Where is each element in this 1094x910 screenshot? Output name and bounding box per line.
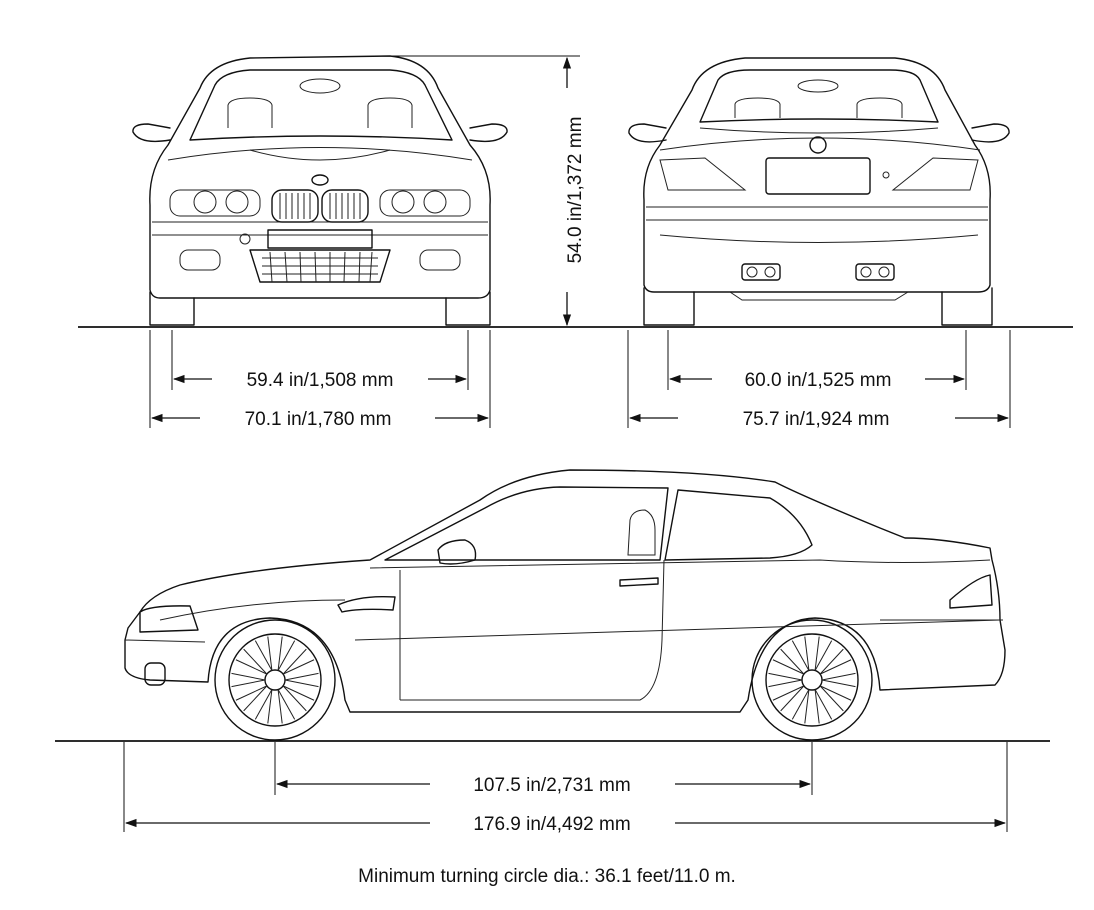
side-view-drawing <box>124 469 1006 741</box>
wheel-spoke <box>772 659 805 675</box>
wheel-spoke <box>819 685 844 712</box>
wheel-spoke <box>277 689 283 724</box>
wheelbase-label: 107.5 in/2,731 mm <box>473 775 630 796</box>
wheel-spoke <box>780 648 805 675</box>
wheel-spoke <box>282 659 315 675</box>
turning-circle-caption: Minimum turning circle dia.: 36.1 feet/1… <box>358 866 736 887</box>
wheel-spoke <box>231 672 266 681</box>
wheel-spoke <box>814 689 820 724</box>
front-track-label: 59.4 in/1,508 mm <box>247 370 394 391</box>
wheel-spoke <box>819 685 852 701</box>
wheel-spoke <box>282 685 315 701</box>
rear-view-drawing <box>628 57 1010 326</box>
length-label: 176.9 in/4,492 mm <box>473 814 630 835</box>
wheel-spoke <box>821 672 856 681</box>
wheel-spoke <box>254 640 273 671</box>
wheel-spoke <box>231 679 266 688</box>
wheel-spoke <box>819 648 844 675</box>
rear-width-label: 75.7 in/1,924 mm <box>743 409 890 430</box>
wheel-spoke <box>814 636 820 671</box>
wheel-spoke <box>267 636 273 671</box>
front-width-label: 70.1 in/1,780 mm <box>245 409 392 430</box>
wheel-spoke <box>768 679 803 688</box>
wheel-spoke <box>804 689 810 724</box>
height-label: 54.0 in/1,372 mm <box>565 117 586 264</box>
front-view-drawing <box>132 55 508 326</box>
wheel-spoke <box>791 689 810 720</box>
wheel-spoke <box>804 636 810 671</box>
wheel-spoke <box>277 640 296 671</box>
dimension-lines <box>123 55 1011 832</box>
wheel-spoke <box>284 679 319 688</box>
wheel-spoke <box>791 640 810 671</box>
wheel-spoke <box>284 672 319 681</box>
wheel-spoke <box>780 685 805 712</box>
wheel-spoke <box>814 640 833 671</box>
rear-track-label: 60.0 in/1,525 mm <box>745 370 892 391</box>
wheel-spoke <box>243 648 268 675</box>
wheel-spoke <box>235 659 268 675</box>
wheel-spoke <box>243 685 268 712</box>
wheel-spoke <box>267 689 273 724</box>
wheel-spoke <box>282 685 307 712</box>
wheel-spoke <box>819 659 852 675</box>
wheel-spoke <box>235 685 268 701</box>
wheel-spoke <box>821 679 856 688</box>
wheel-spoke <box>772 685 805 701</box>
wheel-spoke <box>254 689 273 720</box>
wheel-spoke <box>282 648 307 675</box>
wheel-spoke <box>277 636 283 671</box>
wheel-spoke <box>814 689 833 720</box>
wheel-spoke <box>768 672 803 681</box>
wheel-spoke <box>277 689 296 720</box>
